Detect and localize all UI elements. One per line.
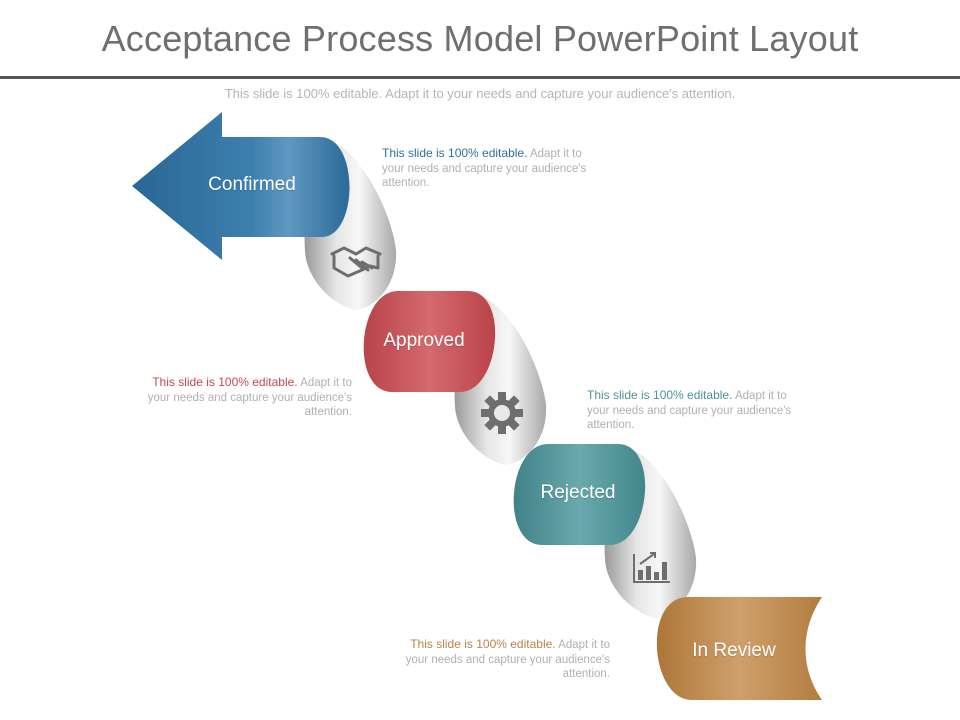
step-label-rejected: Rejected (540, 482, 616, 503)
growth-chart-icon (633, 552, 670, 583)
step-shape-confirmed (132, 112, 350, 260)
slide-subtitle: This slide is 100% editable. Adapt it to… (224, 86, 736, 101)
step-shape-in-review (656, 597, 822, 700)
note-approved: This slide is 100% editable. Adapt it to… (140, 375, 352, 420)
note-body: Adapt it to your needs and capture your … (147, 377, 352, 418)
note-rejected: This slide is 100% editable. Adapt it to… (587, 388, 799, 433)
step-shape-rejected (513, 444, 646, 545)
gear-icon (481, 392, 523, 434)
note-confirmed: This slide is 100% editable. Adapt it to… (382, 146, 594, 191)
step-label-approved: Approved (383, 330, 465, 351)
step-label-in-review: In Review (692, 640, 776, 661)
step-label-confirmed: Confirmed (208, 174, 296, 195)
note-body: Adapt it to your needs and capture your … (382, 148, 587, 189)
note-lead: This slide is 100% editable. (152, 375, 298, 389)
note-lead: This slide is 100% editable. (410, 637, 556, 651)
title-divider (0, 76, 960, 79)
note-lead: This slide is 100% editable. (382, 146, 528, 160)
note-body: Adapt it to your needs and capture your … (405, 639, 610, 680)
note-lead: This slide is 100% editable. (587, 388, 733, 402)
note-in-review: This slide is 100% editable. Adapt it to… (398, 637, 610, 682)
slide-title: Acceptance Process Model PowerPoint Layo… (101, 18, 859, 59)
step-shape-approved (363, 291, 496, 392)
handshake-icon (330, 246, 382, 278)
note-body: Adapt it to your needs and capture your … (587, 390, 792, 431)
